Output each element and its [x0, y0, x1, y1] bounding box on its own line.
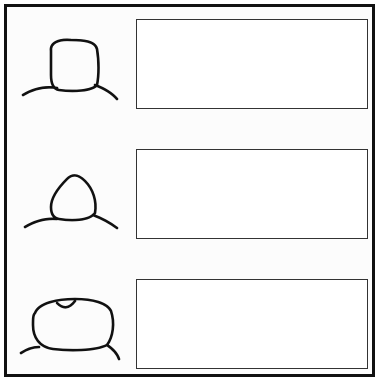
answer-box-1[interactable] [136, 19, 368, 109]
answer-box-2[interactable] [136, 149, 368, 239]
square-tooth-shape-icon [13, 19, 123, 119]
worksheet-row-2 [7, 149, 372, 249]
worksheet-row-1 [7, 19, 372, 119]
worksheet-frame [4, 4, 375, 377]
pointed-tooth-shape-icon [13, 149, 123, 249]
wide-tooth-shape-icon [13, 279, 123, 379]
answer-box-3[interactable] [136, 279, 368, 369]
worksheet-row-3 [7, 279, 372, 379]
